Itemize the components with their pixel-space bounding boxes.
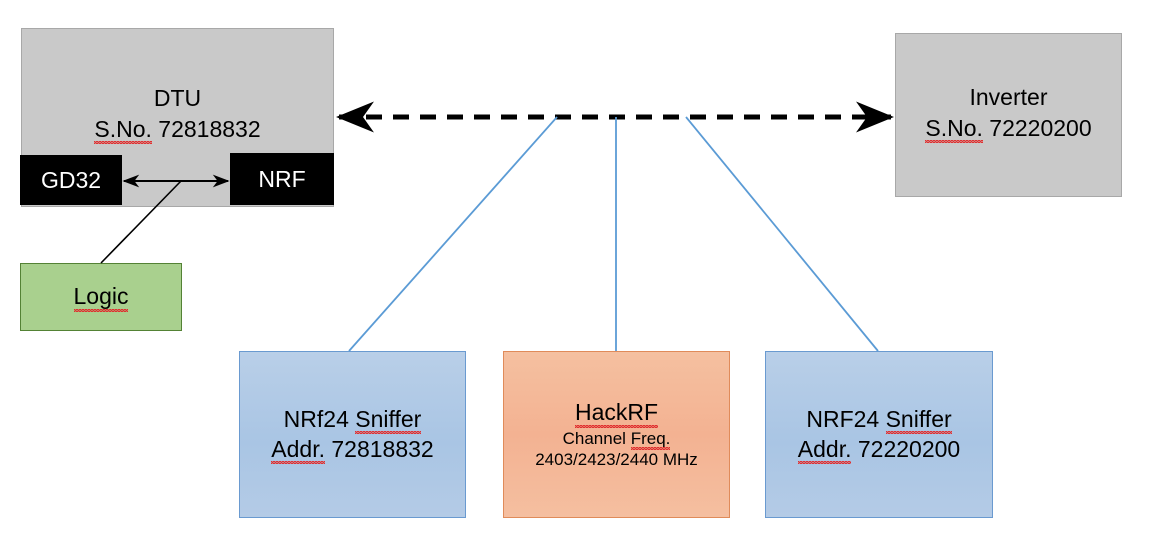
sniffer-left-addr-value: 72818832 — [331, 436, 434, 462]
dtu-serial-label: S.No. — [94, 116, 152, 145]
sniffer-left-title: NRf24 Sniffer — [283, 405, 422, 435]
connector-sniffer-left-tap — [348, 116, 558, 352]
sniffer-right-addr: Addr. 72220200 — [797, 436, 961, 465]
connector-sniffer-right-tap — [685, 116, 879, 352]
sniffer-left-title-word: Sniffer — [355, 405, 422, 435]
gd32-label: GD32 — [40, 166, 102, 193]
hackrf-frequencies: 2403/2423/2440 MHz — [535, 449, 698, 469]
node-sniffer-right[interactable]: NRF24 Sniffer Addr. 72220200 — [765, 351, 993, 518]
sniffer-right-addr-value: 72220200 — [857, 436, 961, 462]
node-hackrf[interactable]: HackRF Channel Freq. 2403/2423/2440 MHz — [503, 351, 730, 518]
inverter-title: Inverter — [969, 84, 1048, 110]
sniffer-right-title: NRF24 Sniffer — [806, 405, 952, 435]
node-logic[interactable]: Logic — [20, 263, 182, 331]
nrf-label: NRF — [258, 165, 306, 192]
dtu-serial-value: 72818832 — [158, 116, 261, 143]
sniffer-right-title-word: Sniffer — [885, 405, 952, 435]
node-dtu[interactable]: DTU S.No. 72818832 — [21, 28, 334, 207]
node-sniffer-left[interactable]: NRf24 Sniffer Addr. 72818832 — [239, 351, 466, 518]
node-gd32[interactable]: GD32 — [20, 155, 122, 205]
node-nrf[interactable]: NRF — [230, 153, 334, 205]
dtu-serial: S.No. 72818832 — [94, 116, 261, 145]
node-inverter[interactable]: Inverter S.No. 72220200 — [895, 33, 1122, 197]
inverter-serial: S.No. 72220200 — [925, 115, 1092, 144]
logic-label: Logic — [73, 283, 129, 312]
hackrf-subtitle-word: Freq. — [630, 428, 671, 450]
hackrf-title: HackRF — [574, 399, 659, 428]
hackrf-subtitle: Channel Freq. — [562, 428, 671, 450]
dtu-title: DTU — [153, 85, 202, 111]
sniffer-right-addr-label: Addr. — [797, 436, 852, 465]
sniffer-left-addr-label: Addr. — [271, 436, 325, 465]
inverter-serial-value: 72220200 — [989, 115, 1092, 142]
connector-logic-probe — [100, 180, 182, 264]
sniffer-left-addr: Addr. 72818832 — [271, 436, 434, 465]
inverter-serial-label: S.No. — [925, 115, 983, 144]
